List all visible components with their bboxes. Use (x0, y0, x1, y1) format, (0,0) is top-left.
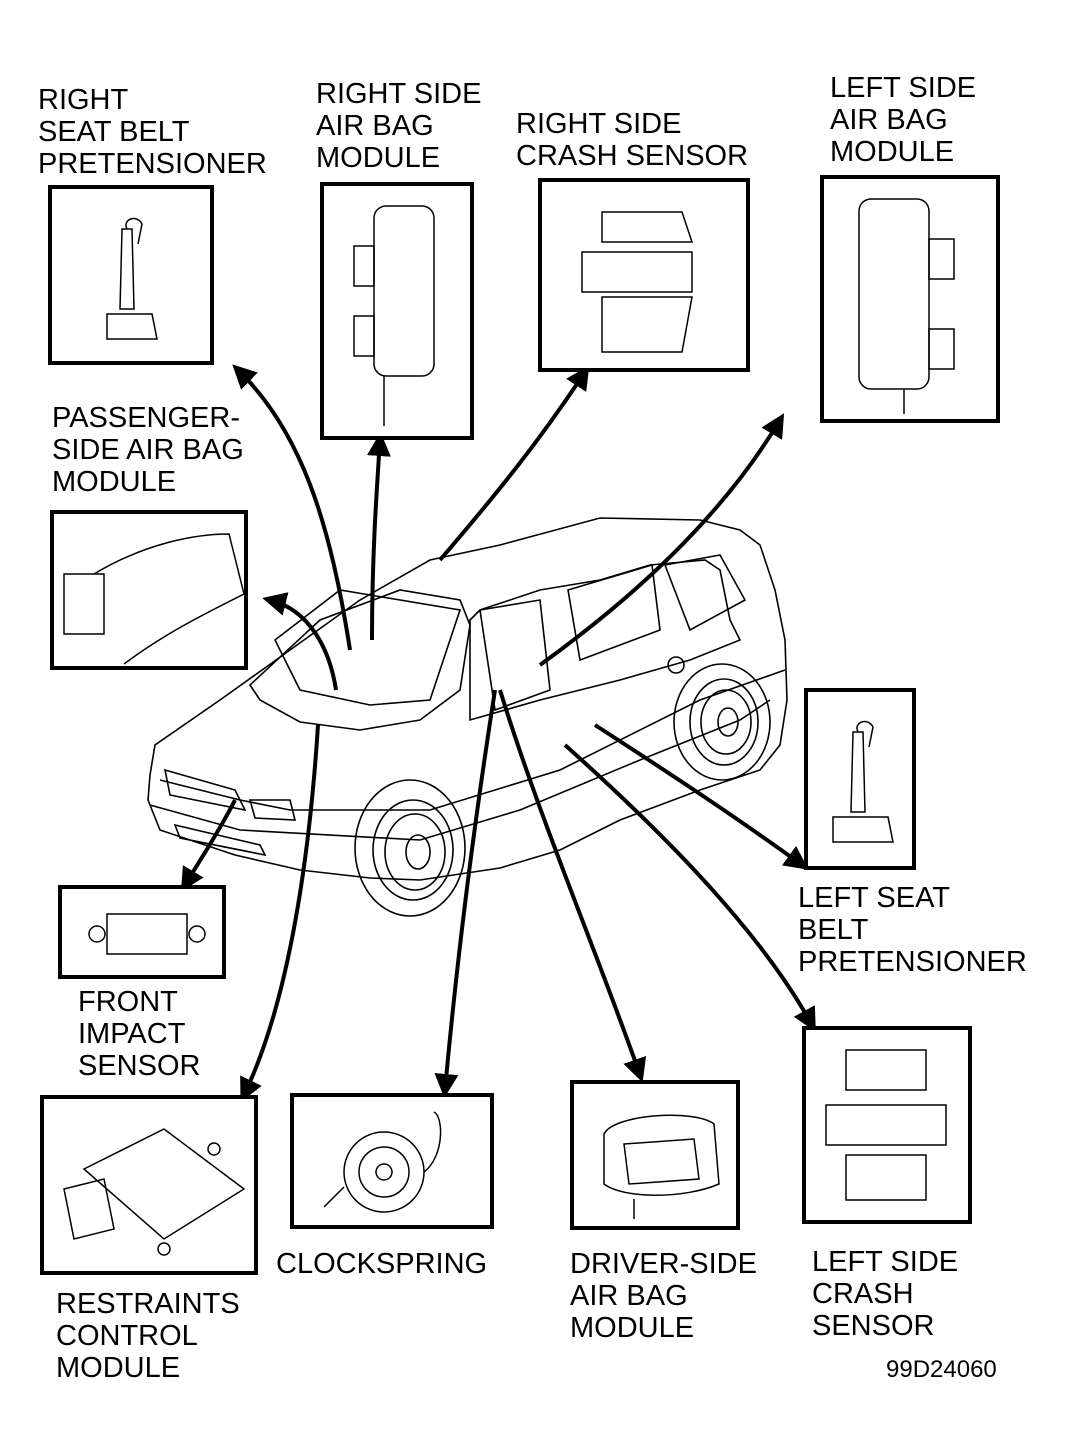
label-front-impact-sensor: FRONT IMPACT SENSOR (78, 986, 201, 1082)
label-clockspring: CLOCKSPRING (276, 1248, 488, 1280)
label-right-seat-belt-pretensioner: RIGHT SEAT BELT PRETENSIONER (38, 84, 267, 180)
label-left-side-crash-sensor: LEFT SIDE CRASH SENSOR (812, 1246, 959, 1342)
leader-lines (180, 364, 816, 1103)
leader-passenger-side-air-bag-module (262, 592, 338, 691)
box-passenger-side-air-bag-module (50, 510, 248, 670)
leader-left-side-air-bag-module (538, 413, 785, 667)
box-left-seat-belt-pretensioner (804, 688, 916, 870)
leader-left-side-crash-sensor (563, 743, 816, 1033)
leader-right-side-air-bag-module (366, 432, 391, 641)
box-restraints-control-module (40, 1095, 258, 1275)
clockspring-icon (323, 1111, 442, 1213)
leader-front-impact-sensor (180, 799, 237, 892)
box-left-side-crash-sensor (802, 1026, 972, 1224)
label-passenger-side-air-bag-module: PASSENGER- SIDE AIR BAG MODULE (52, 402, 244, 498)
label-restraints-control-module: RESTRAINTS CONTROL MODULE (56, 1288, 240, 1384)
box-right-side-air-bag-module (320, 182, 474, 440)
label-left-side-air-bag-module: LEFT SIDE AIR BAG MODULE (830, 72, 977, 168)
label-right-side-air-bag-module: RIGHT SIDE AIR BAG MODULE (316, 78, 482, 174)
crash-sensor-icon (825, 1049, 947, 1201)
box-right-seat-belt-pretensioner (48, 185, 214, 365)
box-driver-side-air-bag-module (570, 1080, 740, 1230)
box-right-side-crash-sensor (538, 178, 750, 372)
label-left-seat-belt-pretensioner: LEFT SEAT BELT PRETENSIONER (798, 882, 1027, 978)
leader-driver-side-air-bag-module (498, 689, 647, 1083)
crash-sensor-icon (581, 211, 694, 353)
label-driver-side-air-bag-module: DRIVER-SIDE AIR BAG MODULE (570, 1248, 757, 1344)
impact-sensor-icon (88, 913, 206, 955)
control-module-icon (63, 1128, 246, 1256)
box-left-side-air-bag-module (820, 175, 1000, 423)
passenger-airbag-icon (63, 533, 245, 665)
leader-restraints-control-module (240, 724, 320, 1103)
pretensioner-icon (832, 720, 894, 843)
leader-right-side-crash-sensor (438, 365, 590, 562)
leader-clockspring (434, 689, 497, 1098)
box-front-impact-sensor (58, 885, 226, 979)
side-airbag-icon (858, 198, 955, 414)
figure-code: 99D24060 (886, 1356, 997, 1383)
pretensioner-icon (106, 217, 158, 340)
side-airbag-icon (353, 205, 435, 426)
driver-airbag-icon (603, 1114, 720, 1219)
leader-left-seat-belt-pretensioner (593, 723, 809, 870)
label-right-side-crash-sensor: RIGHT SIDE CRASH SENSOR (516, 108, 749, 172)
box-clockspring (290, 1093, 494, 1229)
leader-right-seat-belt-pretensioner (232, 364, 352, 651)
van-illustration (147, 517, 788, 917)
